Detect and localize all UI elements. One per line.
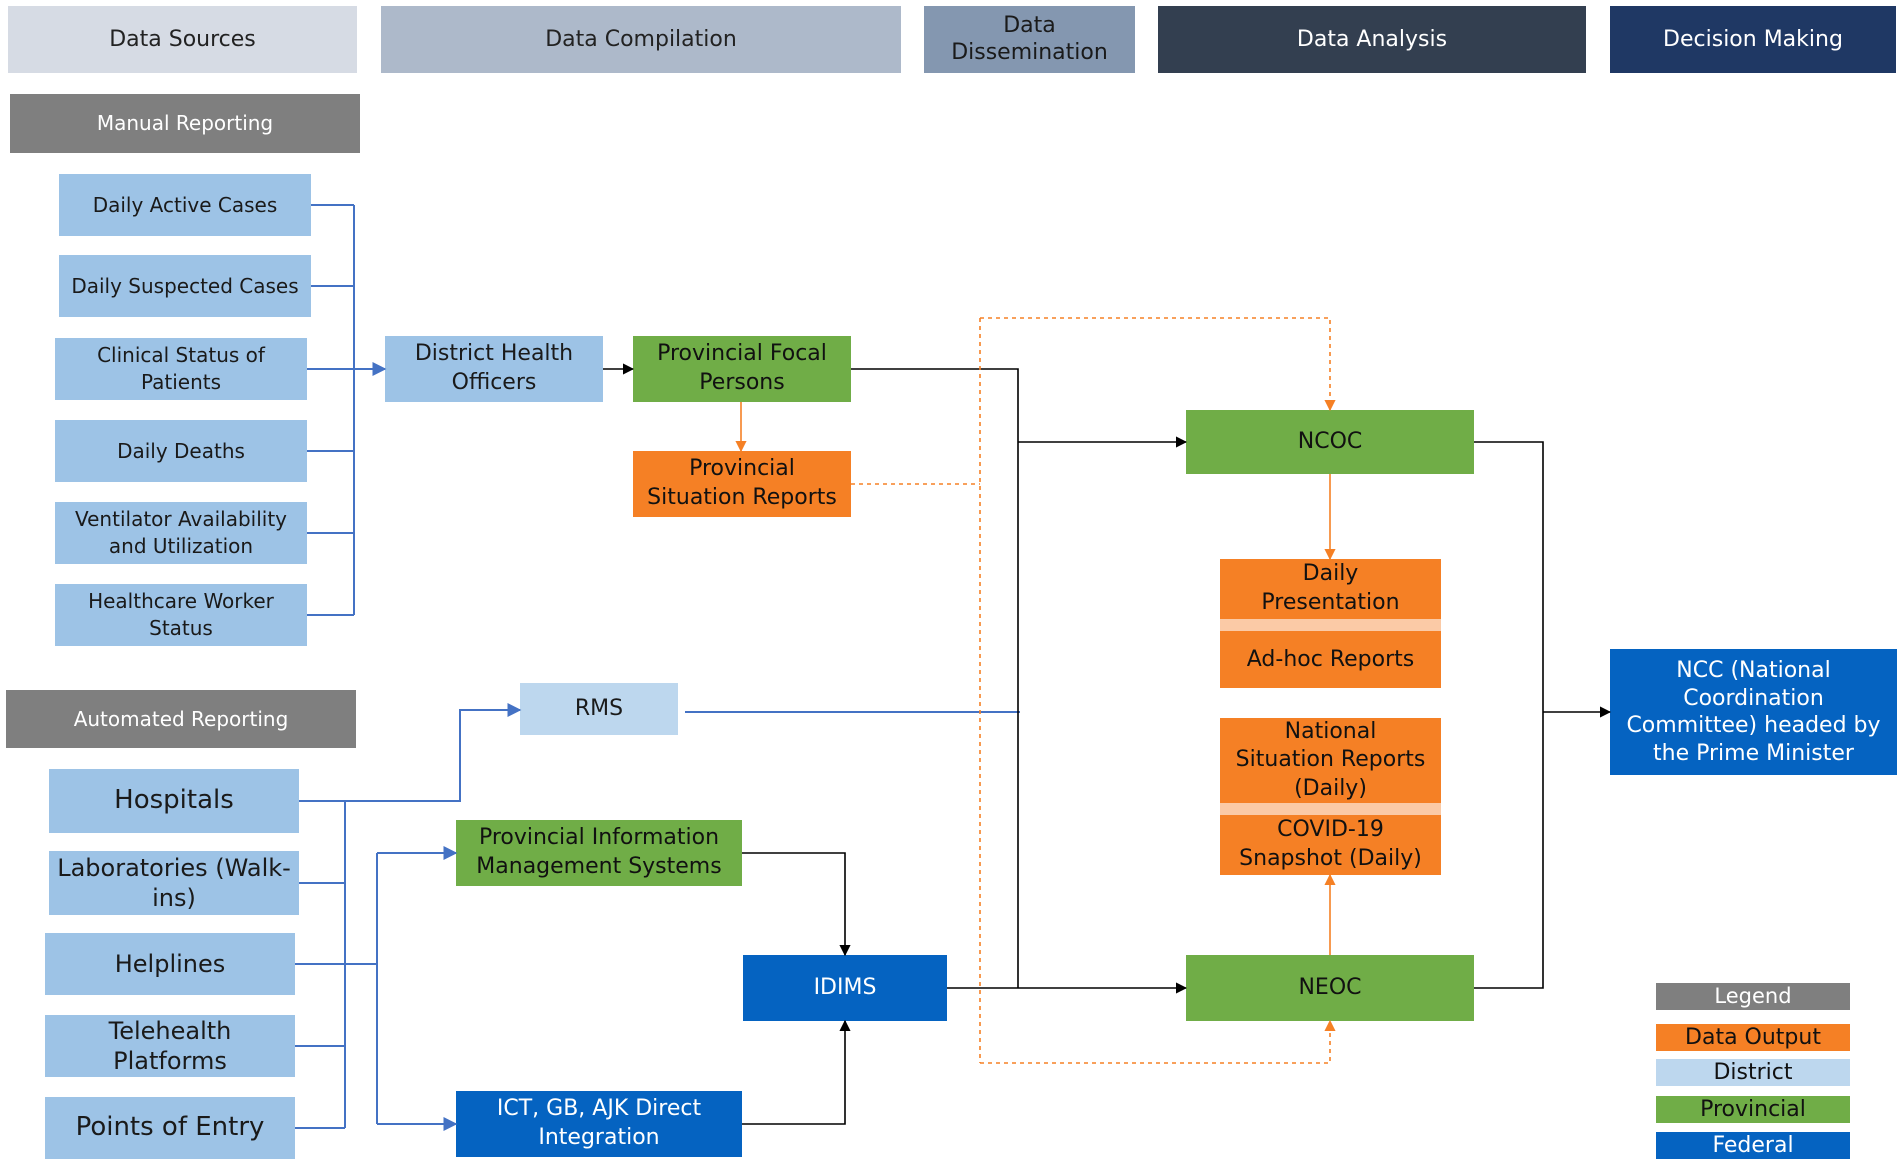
hospitals-box: Hospitals — [49, 769, 299, 833]
header-data-sources: Data Sources — [8, 6, 357, 73]
automated-reporting-title: Automated Reporting — [6, 690, 356, 748]
header-decision-making: Decision Making — [1610, 6, 1896, 73]
daily-suspected-cases-box: Daily Suspected Cases — [59, 255, 311, 317]
ncoc-box: NCOC — [1186, 410, 1474, 474]
legend-item-provincial: Provincial — [1656, 1096, 1850, 1123]
daily-active-cases-box: Daily Active Cases — [59, 174, 311, 236]
points-of-entry-box: Points of Entry — [45, 1097, 295, 1159]
manual-to-dho-connector — [307, 204, 387, 616]
adhoc-reports-box: Ad-hoc Reports — [1220, 631, 1441, 688]
header-data-dissemination: Data Dissemination — [924, 6, 1135, 73]
header-data-analysis: Data Analysis — [1158, 6, 1586, 73]
helplines-box: Helplines — [45, 933, 295, 995]
legend-title: Legend — [1656, 983, 1850, 1010]
idims-box: IDIMS — [743, 955, 947, 1021]
manual-reporting-title: Manual Reporting — [10, 94, 360, 153]
rms-box: RMS — [520, 683, 678, 735]
output-separator — [1220, 803, 1441, 815]
daily-deaths-box: Daily Deaths — [55, 420, 307, 482]
legend-item-federal: Federal — [1656, 1132, 1850, 1159]
legend-item-data-output: Data Output — [1656, 1024, 1850, 1051]
output-separator — [1220, 619, 1441, 631]
automated-connectors — [295, 703, 1020, 1131]
neoc-box: NEOC — [1186, 955, 1474, 1021]
laboratories-box: Laboratories (Walk-ins) — [49, 851, 299, 915]
header-data-compilation: Data Compilation — [381, 6, 901, 73]
legend-item-district: District — [1656, 1059, 1850, 1086]
